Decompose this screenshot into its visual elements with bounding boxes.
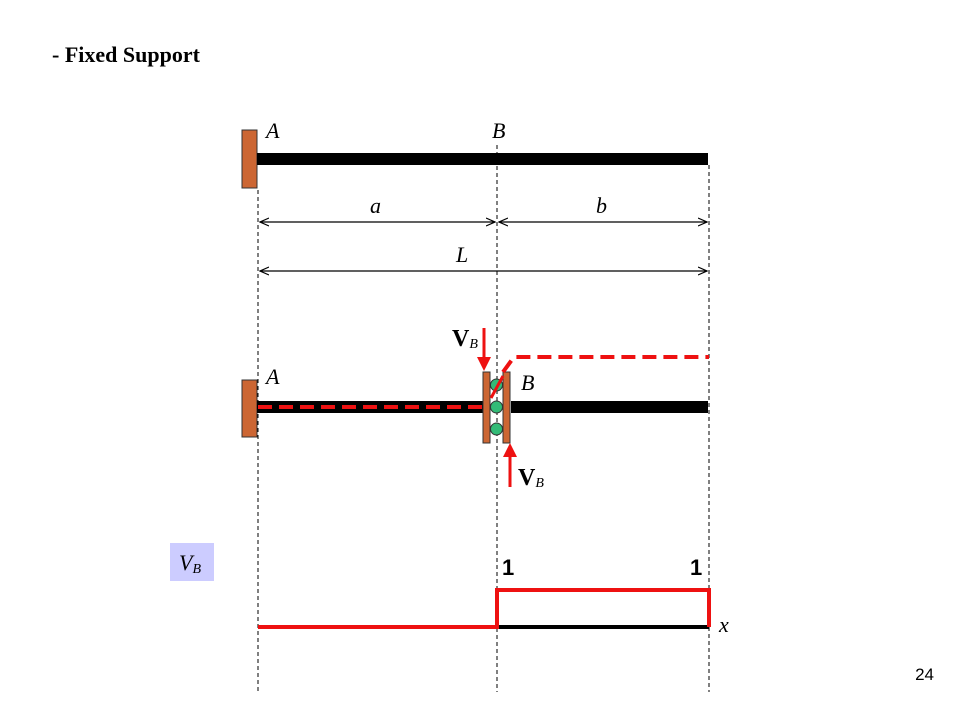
influence-label-box [170,543,214,581]
shear-label-top: VB [452,326,478,352]
influence-value-left: 1 [502,555,514,580]
roller-middle [490,400,503,414]
dim-b-label: b [596,193,607,218]
release-plate-left [482,371,491,444]
beam-right-segment [511,401,708,413]
slide-heading: - Fixed Support [52,42,200,67]
beam-top [257,153,708,165]
influence-label: VB [179,550,201,577]
deflected-right-dashed [501,355,709,374]
shear-label-bottom: VB [518,465,544,491]
influence-line [258,588,711,629]
point-a-label-mid: A [264,364,280,389]
deflected-jump-segment [489,375,505,399]
fixed-support-mid [241,379,258,438]
fixed-support-top [241,129,258,189]
roller-bottom [490,422,503,436]
page-number: 24 [915,665,934,684]
point-b-label-top: B [492,118,505,143]
x-axis-label: x [718,612,729,637]
point-b-label-mid: B [521,370,534,395]
dim-a-label: a [370,193,381,218]
influence-value-right: 1 [690,555,702,580]
dim-L-label: L [455,242,468,267]
point-a-label-top: A [264,118,280,143]
release-plate-right [502,371,511,444]
